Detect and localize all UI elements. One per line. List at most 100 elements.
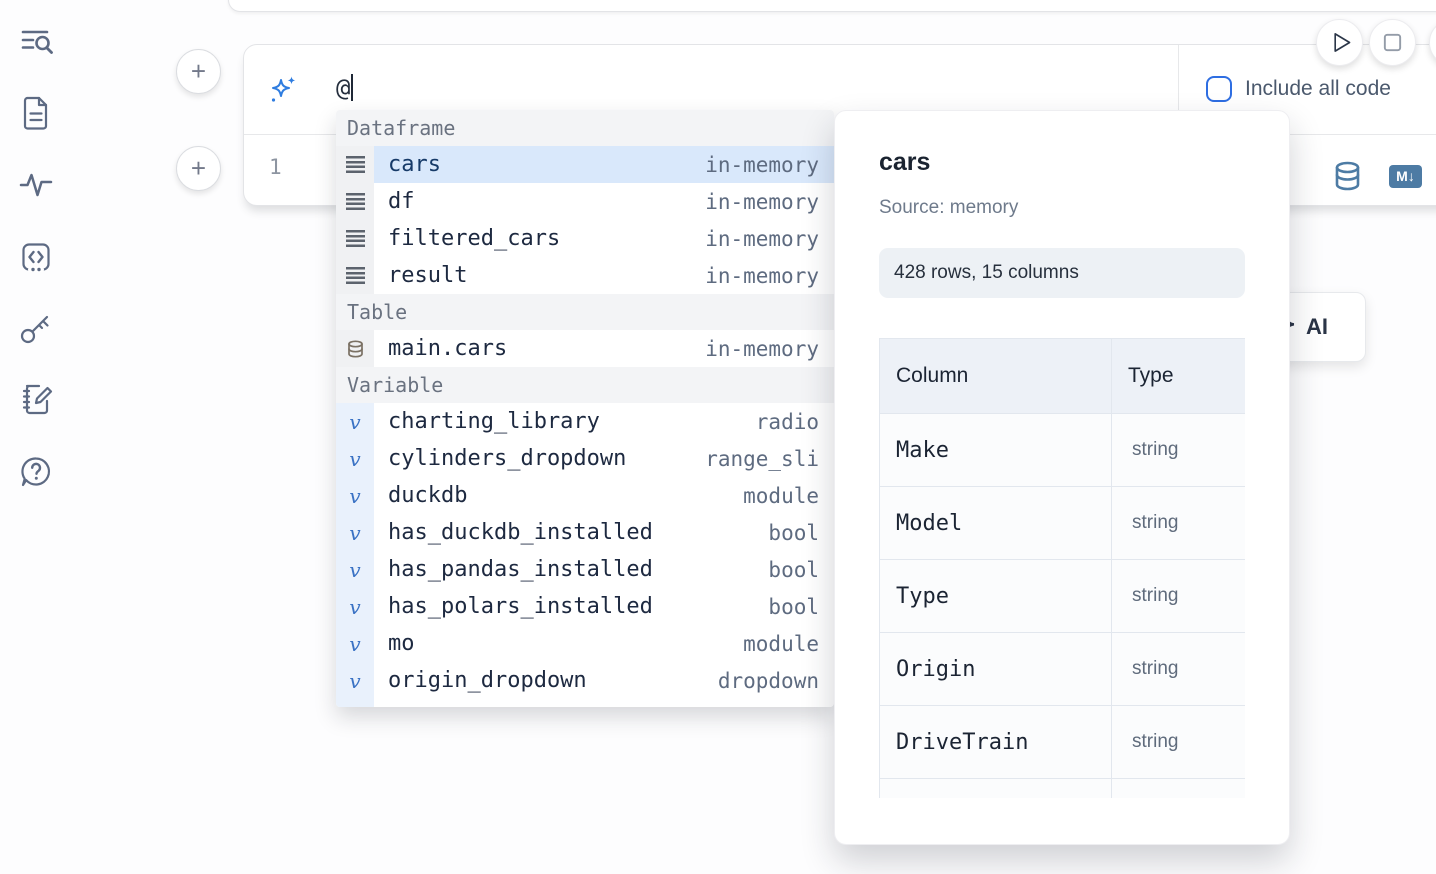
column-name-cell: Make [879, 413, 1112, 487]
variable-icon: v [336, 403, 374, 440]
autocomplete-item-name: cylinders_dropdown [388, 446, 627, 471]
autocomplete-item-name: has_duckdb_installed [388, 520, 653, 545]
autocomplete-item-name: origin_dropdown [388, 668, 587, 693]
preview-shape-badge: 428 rows, 15 columns [879, 248, 1245, 298]
ai-card-label: AI [1306, 314, 1328, 339]
column-type-cell: string [1111, 705, 1245, 779]
autocomplete-item-type: in-memory [705, 263, 819, 288]
column-name-cell: Origin [879, 632, 1112, 706]
autocomplete-item-main.cars[interactable]: main.cars in-memory [336, 330, 834, 367]
markdown-convert-icon[interactable]: M↓ [1389, 164, 1422, 188]
autocomplete-section-header: Variable [336, 367, 834, 403]
autocomplete-item-name: duckdb [388, 483, 468, 508]
variable-icon: v [336, 551, 374, 588]
key-icon[interactable] [17, 309, 55, 347]
preview-source: Source: memory [879, 197, 1019, 218]
column-type-cell: string [1111, 632, 1245, 706]
run-cell-button[interactable] [1316, 19, 1363, 66]
autocomplete-item-result[interactable]: result in-memory [336, 257, 834, 294]
autocomplete-item-name: main.cars [388, 336, 508, 361]
column-type-cell: string [1111, 413, 1245, 487]
autocomplete-item-name: cars [388, 152, 441, 177]
include-all-code-label[interactable]: Include all code [1245, 77, 1391, 100]
variable-icon: v [336, 477, 374, 514]
autocomplete-item-type: bool [768, 557, 819, 582]
variable-icon: v [336, 440, 374, 477]
autocomplete-item-type: bool [768, 594, 819, 619]
column-name-cell [879, 778, 1112, 798]
column-type-cell: string [1111, 559, 1245, 633]
autocomplete-item-has_duckdb_installed[interactable]: v has_duckdb_installed bool [336, 514, 834, 551]
column-name-cell: Type [879, 559, 1112, 633]
text-caret [351, 74, 354, 101]
code-snippet-icon[interactable] [17, 238, 55, 276]
autocomplete-item-type: in-memory [705, 152, 819, 177]
variable-icon: v [336, 699, 374, 707]
autocomplete-item-type: in-memory [705, 336, 819, 361]
autocomplete-item-name: has_pandas_installed [388, 557, 653, 582]
variable-icon: v [336, 514, 374, 551]
variable-icon: v [336, 625, 374, 662]
table-row-partial [879, 778, 1245, 798]
autocomplete-item-cylinders_dropdown[interactable]: v cylinders_dropdown range_sli [336, 440, 834, 477]
autocomplete-item-name: mo [388, 631, 415, 656]
autocomplete-item-type: dropdown [717, 668, 819, 693]
autocomplete-item-cars[interactable]: cars in-memory [336, 146, 834, 183]
autocomplete-section-header: Dataframe [336, 110, 834, 146]
add-cell-below-button[interactable]: + [176, 146, 221, 191]
column-name-cell: DriveTrain [879, 705, 1112, 779]
autocomplete-item-has_pandas_installed[interactable]: v has_pandas_installed bool [336, 551, 834, 588]
autocomplete-item-type: module [743, 631, 819, 656]
autocomplete-item-type: bool [768, 520, 819, 545]
autocomplete-item-type: radio [755, 409, 819, 434]
dataframe-icon [336, 257, 374, 294]
activity-icon[interactable] [17, 166, 55, 204]
stop-cell-button[interactable] [1369, 19, 1416, 66]
add-cell-above-button[interactable]: + [176, 49, 221, 94]
autocomplete-item-type: in-memory [705, 226, 819, 251]
autocomplete-item-type: module [743, 483, 819, 508]
autocomplete-item-type: range_sli [705, 446, 819, 471]
ai-prompt-value: @ [336, 74, 351, 102]
column-type-cell: string [1111, 486, 1245, 560]
database-icon[interactable] [1334, 161, 1361, 191]
list-search-icon[interactable] [17, 22, 55, 60]
autocomplete-item-name: df [388, 189, 415, 214]
preview-type-header: Type [1111, 338, 1245, 414]
preview-title: cars [879, 148, 931, 176]
divider [1178, 45, 1179, 135]
code-editor-row[interactable]: 1 M↓ [244, 135, 1436, 206]
column-type-cell [1111, 778, 1245, 798]
autocomplete-item-has_polars_installed[interactable]: v has_polars_installed bool [336, 588, 834, 625]
autocomplete-item-pd[interactable]: vpdmodule [336, 699, 834, 707]
ai-prompt-input[interactable]: @ [336, 74, 354, 102]
preview-col-header: Column [879, 338, 1112, 414]
notebook-edit-icon[interactable] [17, 381, 55, 419]
ai-sparkle-icon [269, 75, 297, 105]
autocomplete-item-name: result [388, 263, 468, 288]
file-document-icon[interactable] [17, 94, 55, 132]
include-all-code-checkbox[interactable] [1206, 76, 1232, 102]
variable-icon: v [336, 588, 374, 625]
autocomplete-item-df[interactable]: df in-memory [336, 183, 834, 220]
autocomplete-item-type: in-memory [705, 189, 819, 214]
autocomplete-item-type: module [743, 706, 819, 708]
dataframe-icon [336, 220, 374, 257]
autocomplete-section-header: Table [336, 294, 834, 330]
table-database-icon [336, 330, 374, 367]
previous-cell-edge [228, 0, 1436, 12]
autocomplete-item-name: has_polars_installed [388, 594, 653, 619]
dataframe-icon [336, 146, 374, 183]
left-sidebar [0, 0, 72, 874]
help-bubble-icon[interactable] [17, 453, 55, 491]
